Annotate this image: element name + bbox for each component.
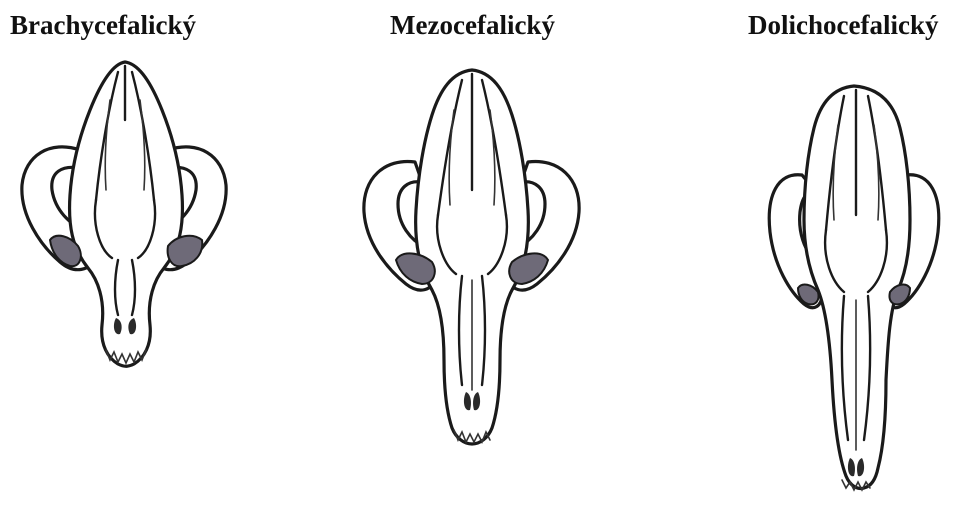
mesocephalic-skull-drawing xyxy=(340,0,605,512)
skull-panel-mesocephalic: Mezocefalický xyxy=(340,0,605,512)
dolichocephalic-skull-drawing xyxy=(740,0,976,512)
skull-panel-dolichocephalic: Dolichocefalický xyxy=(740,0,976,512)
skull-panel-brachycephalic: Brachycefalický xyxy=(0,0,250,512)
brachycephalic-skull-drawing xyxy=(0,0,250,512)
